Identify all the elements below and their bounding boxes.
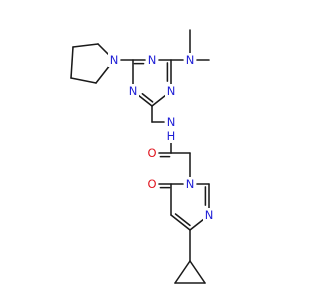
molecule-diagram: N N N N N N H O xyxy=(70,29,215,284)
atom-label-o: O xyxy=(147,177,156,191)
amide-nitrogen: N H xyxy=(165,115,177,143)
structure-drawing: N N N N N N H O xyxy=(70,29,215,284)
bond-line xyxy=(97,43,110,56)
bond-line xyxy=(70,46,74,79)
triazine-nitrogen-right: N xyxy=(165,84,177,98)
atom-label-n: N xyxy=(205,208,214,222)
atom-label-n: N xyxy=(186,177,195,191)
dimethylamino-nitrogen: N xyxy=(184,53,196,67)
bond-line xyxy=(70,77,97,84)
atom-label-n: N xyxy=(148,53,157,67)
bond-line xyxy=(95,64,111,84)
pyrimidinone-oxygen: O xyxy=(146,177,158,191)
atom-label-n: N xyxy=(186,53,195,67)
atom-label-o: O xyxy=(147,146,156,160)
bond-line xyxy=(137,94,153,107)
triazine-nitrogen-left: N xyxy=(127,84,139,98)
bond-line xyxy=(174,260,191,284)
pyrimidinone-nitrogen-1: N xyxy=(184,177,196,191)
bond-line xyxy=(189,218,205,231)
bond-layer xyxy=(70,29,210,284)
atom-label-n: N xyxy=(129,84,138,98)
double-bond-line xyxy=(141,93,154,103)
bond-line xyxy=(151,94,167,107)
bond-line xyxy=(72,43,99,48)
amide-oxygen: O xyxy=(146,146,158,160)
double-bond-line xyxy=(174,213,191,227)
pyrrolidine-nitrogen: N xyxy=(108,53,120,67)
bond-line xyxy=(170,214,191,231)
atom-label-layer: N N N N N N H O xyxy=(108,53,215,222)
atom-label-n: N xyxy=(167,84,176,98)
triazine-nitrogen-top: N xyxy=(146,53,158,67)
pyrimidinone-nitrogen-3: N xyxy=(203,208,215,222)
bond-line xyxy=(189,260,206,284)
atom-label-n: N xyxy=(167,115,176,129)
atom-label-h: H xyxy=(167,129,176,143)
atom-label-n: N xyxy=(110,53,119,67)
